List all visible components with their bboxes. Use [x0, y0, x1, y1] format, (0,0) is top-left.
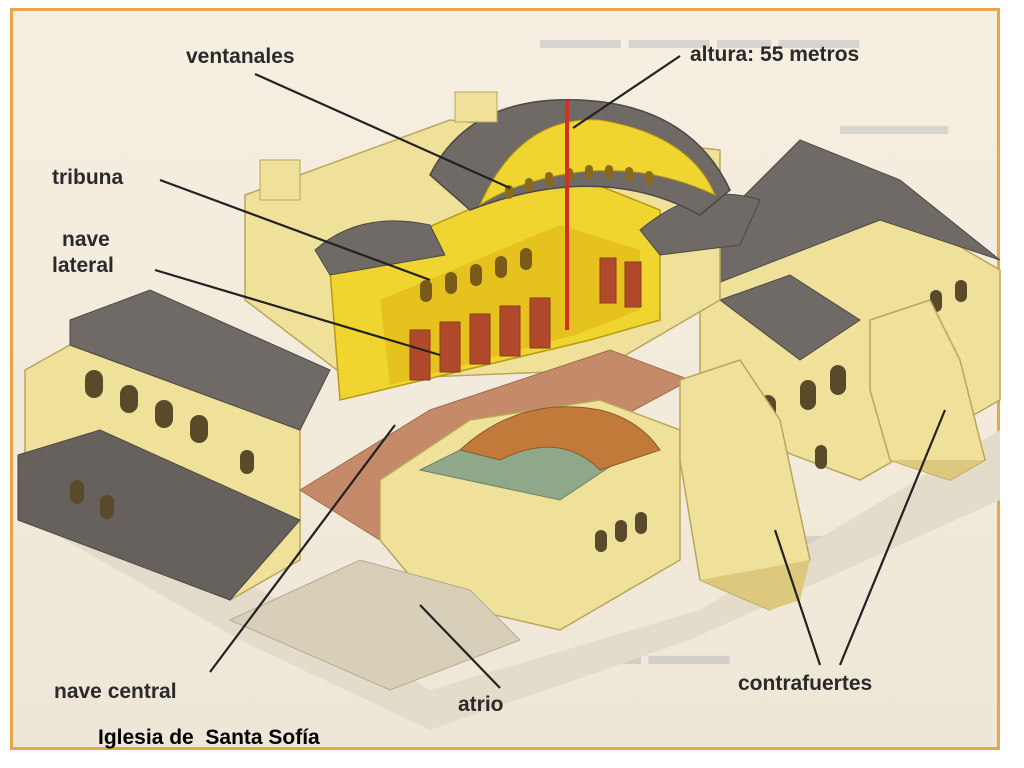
tower	[454, 91, 498, 123]
tower	[259, 159, 301, 201]
half-dome-left	[314, 220, 446, 276]
ground-shadow	[30, 430, 1000, 730]
leader-lines	[154, 55, 947, 689]
label-altura: altura: 55 metros	[690, 43, 860, 66]
background-text: ▬▬▬ ▬▬▬ ▬▬ ▬▬▬	[540, 24, 860, 54]
label-ventanales: ventanales	[186, 45, 295, 68]
label-nave-lateral-line2: lateral	[52, 254, 114, 277]
atrium-block	[379, 399, 681, 631]
label-nave-central: nave central	[54, 680, 177, 703]
caption: Iglesia de Santa Sofía	[98, 726, 320, 749]
label-contrafuertes: contrafuertes	[738, 672, 873, 695]
left-wing	[17, 289, 331, 601]
label-tribuna: tribuna	[52, 166, 124, 189]
background-text: ▬▬▬▬	[840, 110, 948, 140]
forecourt	[228, 559, 521, 691]
buttresses	[679, 299, 986, 611]
interior-cutaway	[329, 169, 661, 401]
label-atrio: atrio	[458, 693, 504, 716]
label-nave-lateral-line1: nave	[62, 228, 110, 251]
